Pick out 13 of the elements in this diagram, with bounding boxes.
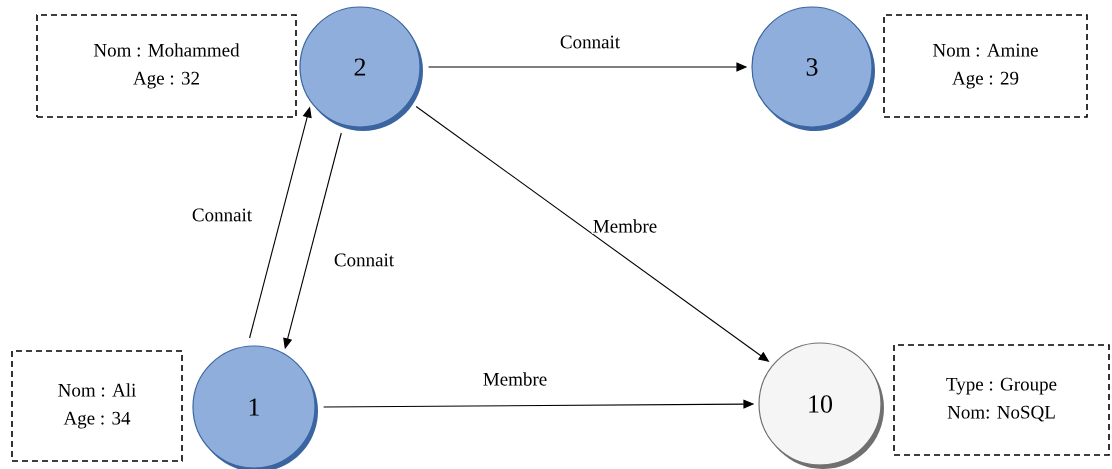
property-box: Type : Groupe Nom: NoSQL xyxy=(893,344,1110,456)
property-box: Nom : Ali Age : 34 xyxy=(11,350,183,462)
property-box: Nom : Mohammed Age : 32 xyxy=(36,14,297,118)
circle-node: 3 xyxy=(751,6,875,131)
edge-label: Connait xyxy=(190,207,254,223)
edge-label: Membre xyxy=(591,218,659,234)
circle-node: 2 xyxy=(299,6,423,131)
circle-node: 1 xyxy=(192,345,318,469)
edge-label: Connait xyxy=(332,252,396,268)
circle-node: 10 xyxy=(758,342,884,469)
property-box: Nom : Amine Age : 29 xyxy=(883,14,1088,118)
edge-label: Membre xyxy=(481,371,549,387)
edge-label: Connait xyxy=(558,34,622,50)
